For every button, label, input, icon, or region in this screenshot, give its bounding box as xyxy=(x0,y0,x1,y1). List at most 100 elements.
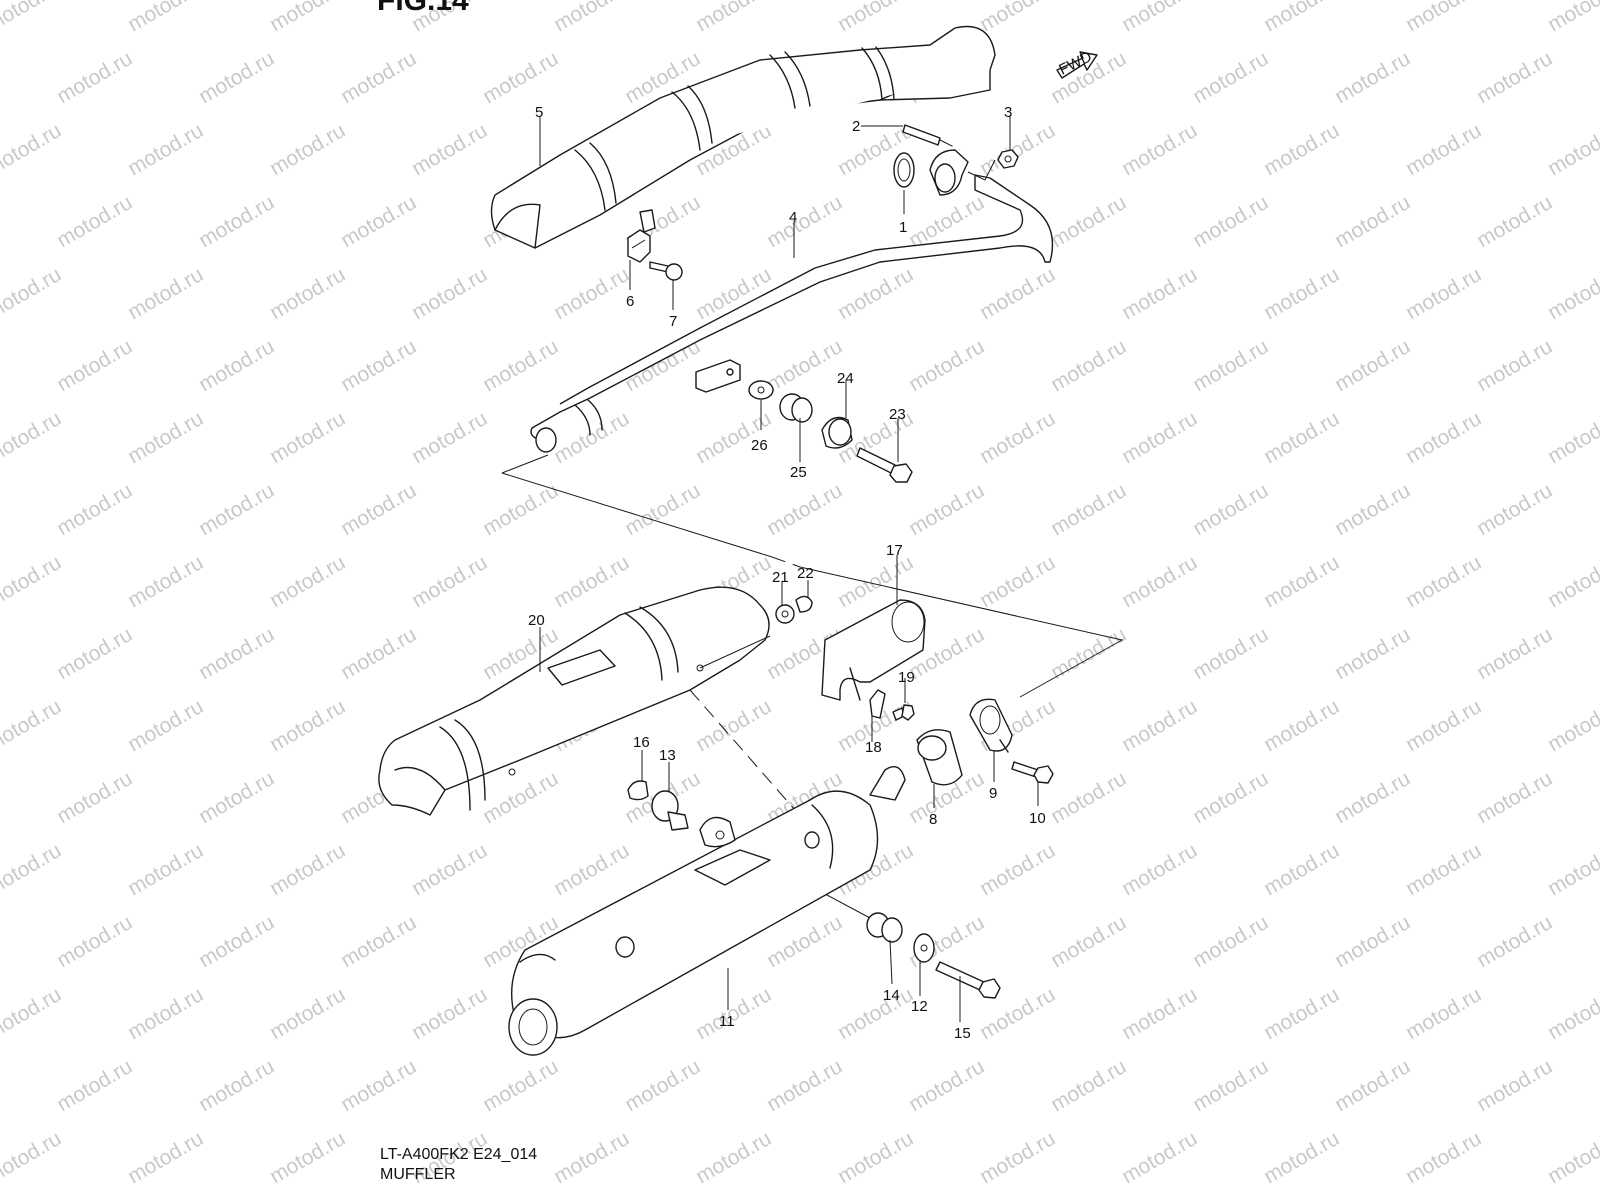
watermark-text: motod.ru xyxy=(53,623,136,684)
callout-13: 13 xyxy=(659,747,676,764)
mounting-bolt-23 xyxy=(856,447,913,483)
callout-15: 15 xyxy=(954,1025,971,1042)
watermark-text: motod.ru xyxy=(1544,839,1600,900)
watermark-text: motod.ru xyxy=(1544,119,1600,180)
watermark-text: motod.ru xyxy=(1047,911,1130,972)
watermark-text: motod.ru xyxy=(266,1127,349,1188)
watermark-text: motod.ru xyxy=(266,839,349,900)
watermark-text: motod.ru xyxy=(266,407,349,468)
watermark-text: motod.ru xyxy=(266,119,349,180)
watermark-text: motod.ru xyxy=(1331,623,1414,684)
watermark-text: motod.ru xyxy=(1331,767,1414,828)
callout-11: 11 xyxy=(719,1013,735,1030)
watermark-text: motod.ru xyxy=(124,0,207,36)
callout-9: 9 xyxy=(989,785,997,802)
watermark-text: motod.ru xyxy=(53,1055,136,1116)
watermark-text: motod.ru xyxy=(1260,1127,1343,1188)
watermark-text: motod.ru xyxy=(1189,623,1272,684)
watermark-text: motod.ru xyxy=(905,1055,988,1116)
callout-6: 6 xyxy=(626,293,634,310)
callout-5: 5 xyxy=(535,104,543,121)
section-name: MUFFLER xyxy=(380,1166,456,1183)
watermark-text: motod.ru xyxy=(479,335,562,396)
watermark-text: motod.ru xyxy=(1189,767,1272,828)
exhaust-pipe-flange xyxy=(929,149,996,196)
watermark-text: motod.ru xyxy=(53,767,136,828)
connector-clamp-9 xyxy=(969,698,1013,753)
watermark-text: motod.ru xyxy=(1402,839,1485,900)
watermark-text: motod.ru xyxy=(0,407,65,468)
muffler-washer-12 xyxy=(913,933,935,963)
callout-4: 4 xyxy=(789,209,797,226)
watermark-text: motod.ru xyxy=(124,1127,207,1188)
muffler-cushion-14 xyxy=(866,912,903,943)
watermark-text: motod.ru xyxy=(408,407,491,468)
watermark-text: motod.ru xyxy=(550,407,633,468)
watermark-text: motod.ru xyxy=(266,551,349,612)
watermark-text: motod.ru xyxy=(195,623,278,684)
watermark-text: motod.ru xyxy=(124,263,207,324)
watermark-text: motod.ru xyxy=(1189,911,1272,972)
watermark-text: motod.ru xyxy=(976,263,1059,324)
watermark-text: motod.ru xyxy=(1402,119,1485,180)
watermark-text: motod.ru xyxy=(1544,983,1600,1044)
watermark-text: motod.ru xyxy=(1118,983,1201,1044)
watermark-text: motod.ru xyxy=(1544,0,1600,36)
watermark-text: motod.ru xyxy=(1544,263,1600,324)
heat-shield-nut-22 xyxy=(795,595,813,613)
watermark-text: motod.ru xyxy=(1189,479,1272,540)
callout-numbers: 1 2 3 4 5 6 7 8 9 10 11 12 13 14 15 16 1… xyxy=(528,104,1046,1042)
mounting-collar-24 xyxy=(821,416,853,449)
watermark-text: motod.ru xyxy=(550,551,633,612)
watermark-text: motod.ru xyxy=(1473,479,1556,540)
watermark-text: motod.ru xyxy=(550,0,633,36)
watermark-text: motod.ru xyxy=(1260,695,1343,756)
watermark-text: motod.ru xyxy=(337,47,420,108)
watermark-text: motod.ru xyxy=(1047,767,1130,828)
watermark-text: motod.ru xyxy=(976,0,1059,36)
watermark-text: motod.ru xyxy=(266,983,349,1044)
callout-17: 17 xyxy=(886,542,903,559)
watermark-text: motod.ru xyxy=(337,911,420,972)
watermark-text: motod.ru xyxy=(1189,1055,1272,1116)
watermark-text: motod.ru xyxy=(1544,407,1600,468)
callout-10: 10 xyxy=(1029,810,1046,827)
exhaust-flange-nut xyxy=(997,149,1019,169)
watermark-text: motod.ru xyxy=(124,839,207,900)
callout-26: 26 xyxy=(751,437,768,454)
watermark-text: motod.ru xyxy=(1189,335,1272,396)
watermark-text: motod.ru xyxy=(337,1055,420,1116)
watermark-text: motod.ru xyxy=(195,1055,278,1116)
callout-leader-lines xyxy=(539,116,1039,1022)
watermark-text: motod.ru xyxy=(1402,263,1485,324)
watermark-text: motod.ru xyxy=(1473,767,1556,828)
watermark-text: motod.ru xyxy=(0,0,65,36)
callout-23: 23 xyxy=(889,406,906,423)
watermark-text: motod.ru xyxy=(408,263,491,324)
watermark-text: motod.ru xyxy=(0,839,65,900)
watermark-text: motod.ru xyxy=(1402,0,1485,36)
watermark-text: motod.ru xyxy=(124,983,207,1044)
watermark-text: motod.ru xyxy=(976,839,1059,900)
watermark-text: motod.ru xyxy=(266,0,349,36)
heat-shield-washer-21 xyxy=(775,604,795,624)
watermark-text: motod.ru xyxy=(337,623,420,684)
mounting-cushion-25 xyxy=(779,393,813,423)
watermark-text: motod.ru xyxy=(53,47,136,108)
exhaust-gasket xyxy=(893,152,915,188)
watermark-text: motod.ru xyxy=(479,1055,562,1116)
watermark-text: motod.ru xyxy=(692,0,775,36)
watermark-text: motod.ru xyxy=(1118,551,1201,612)
callout-7: 7 xyxy=(669,313,677,330)
watermark-text: motod.ru xyxy=(1260,119,1343,180)
watermark-text: motod.ru xyxy=(905,479,988,540)
watermark-text: motod.ru xyxy=(763,1055,846,1116)
watermark-text: motod.ru xyxy=(905,335,988,396)
watermark-text: motod.ru xyxy=(1544,695,1600,756)
watermark-text: motod.ru xyxy=(1544,1127,1600,1188)
callout-3: 3 xyxy=(1004,104,1012,121)
callout-18: 18 xyxy=(865,739,882,756)
mounting-washer-26 xyxy=(748,380,774,400)
watermark-text: motod.ru xyxy=(692,1127,775,1188)
